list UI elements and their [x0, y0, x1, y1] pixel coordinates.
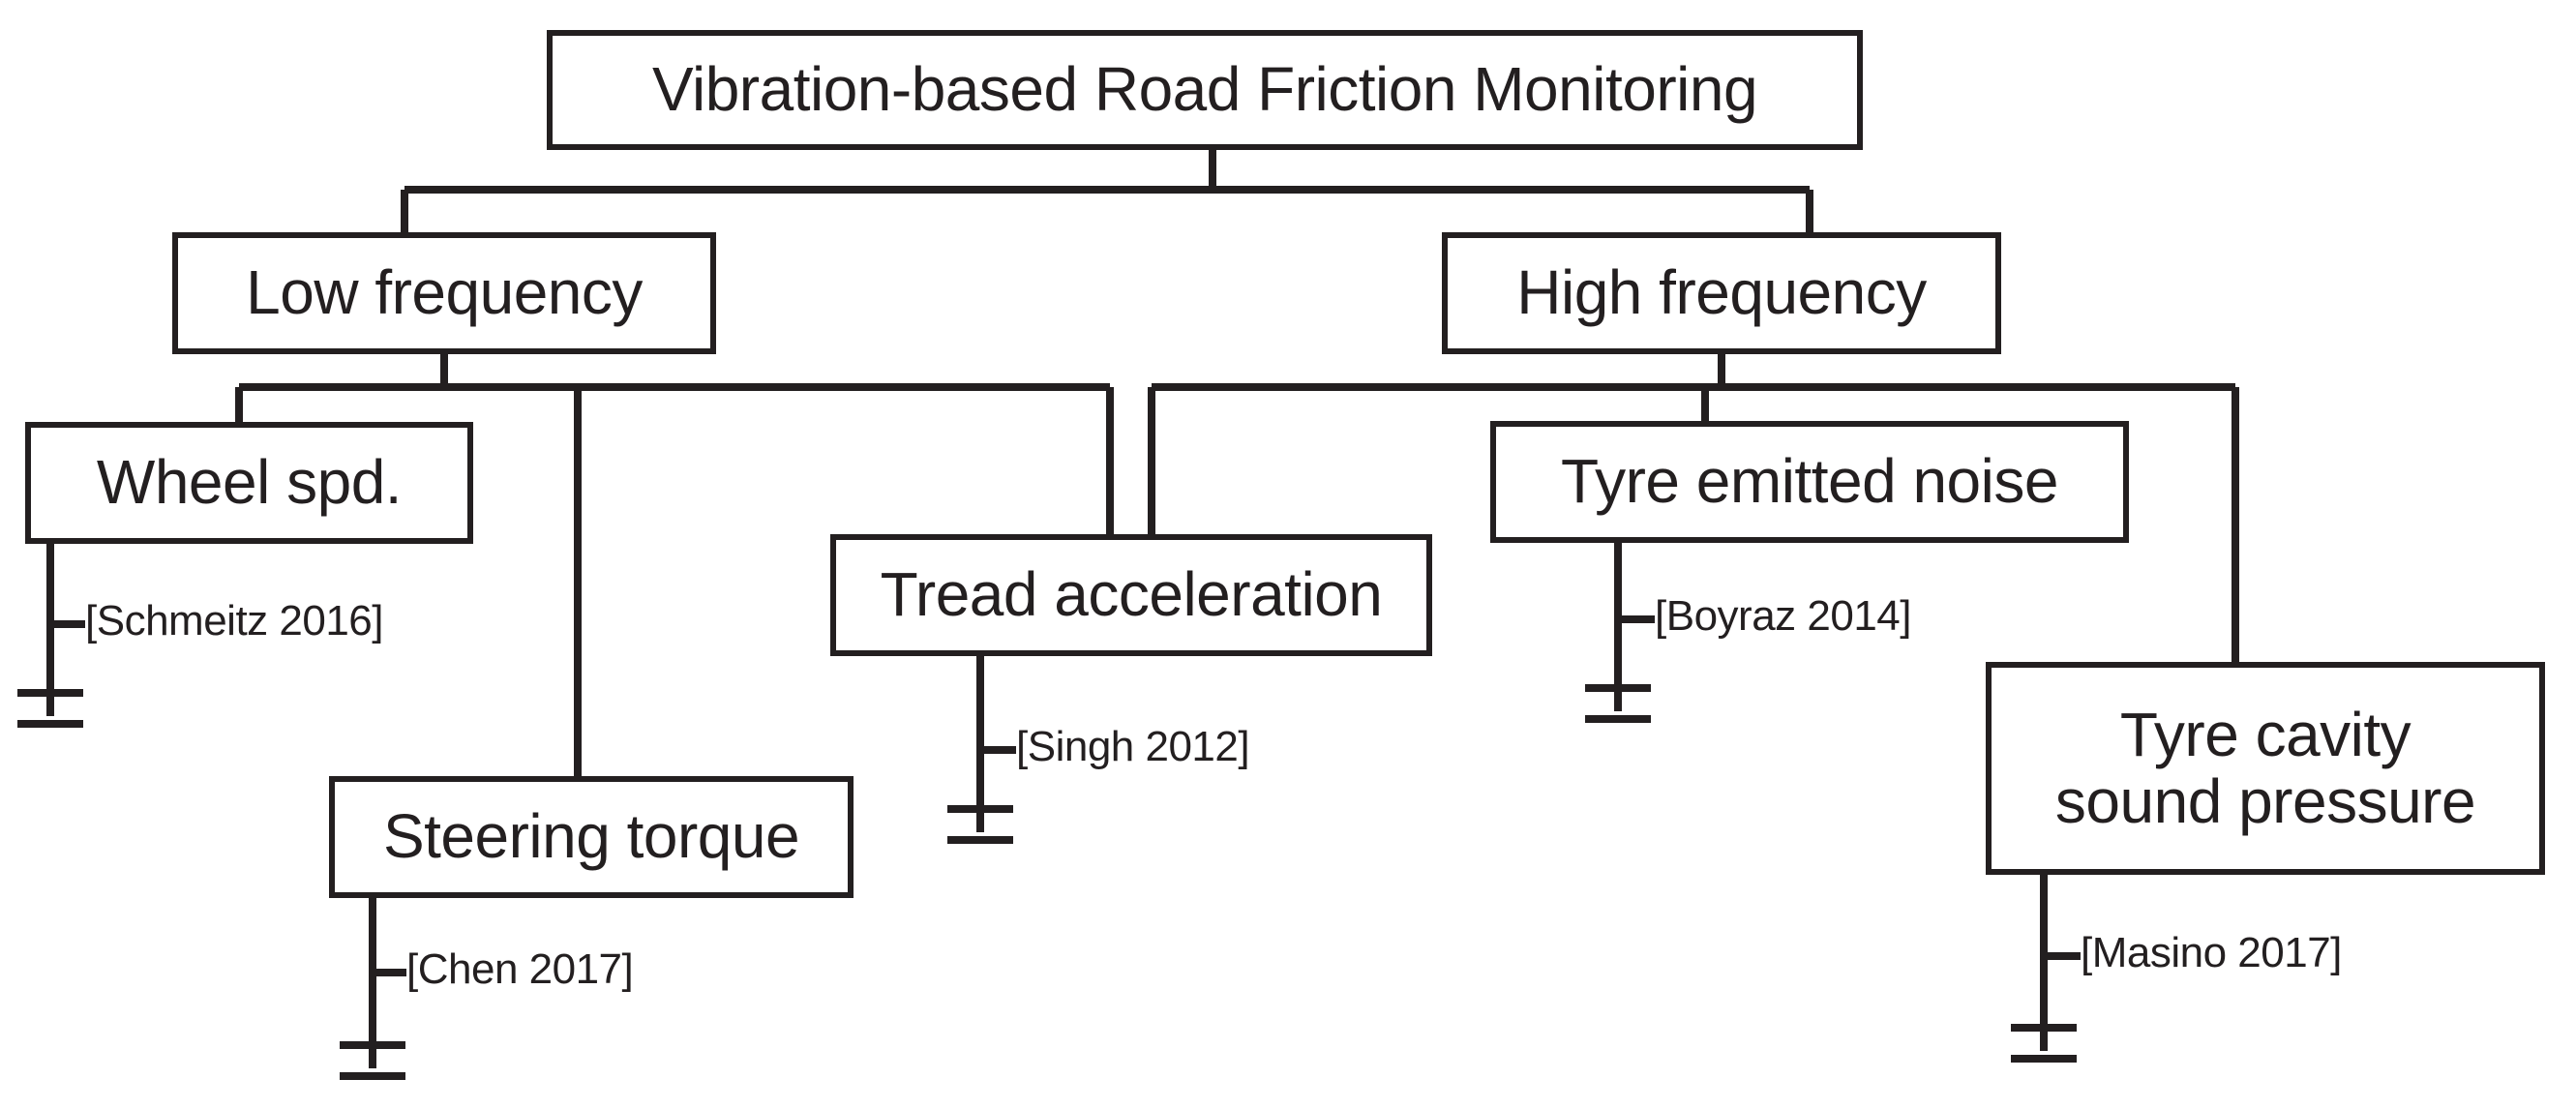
node-tyre-cavity-sound-pressure[interactable]: Tyre cavity sound pressure — [1986, 662, 2545, 875]
node-steering-torque-label: Steering torque — [382, 801, 800, 872]
node-high-frequency-label: High frequency — [1516, 257, 1927, 328]
citation-masino: [Masino 2017] — [2081, 929, 2342, 976]
citation-chen: [Chen 2017] — [406, 945, 634, 993]
citation-boyraz: [Boyraz 2014] — [1655, 592, 1912, 640]
node-root[interactable]: Vibration-based Road Friction Monitoring — [547, 30, 1863, 150]
node-tread-acceleration-label: Tread acceleration — [880, 559, 1383, 630]
node-tyre-cavity-sound-pressure-label: Tyre cavity sound pressure — [2054, 699, 2476, 836]
node-wheel-spd-label: Wheel spd. — [96, 447, 403, 518]
node-high-frequency[interactable]: High frequency — [1442, 232, 2001, 354]
node-steering-torque[interactable]: Steering torque — [329, 776, 854, 898]
node-root-label: Vibration-based Road Friction Monitoring — [651, 54, 1758, 125]
citation-schmeitz: [Schmeitz 2016] — [85, 597, 384, 644]
citation-singh: [Singh 2012] — [1016, 723, 1250, 770]
node-wheel-spd[interactable]: Wheel spd. — [25, 422, 473, 544]
node-low-frequency-label: Low frequency — [246, 257, 643, 328]
node-tyre-emitted-noise[interactable]: Tyre emitted noise — [1490, 421, 2129, 543]
node-tyre-emitted-noise-label: Tyre emitted noise — [1561, 446, 2058, 517]
node-low-frequency[interactable]: Low frequency — [172, 232, 716, 354]
node-tread-acceleration[interactable]: Tread acceleration — [830, 534, 1432, 656]
